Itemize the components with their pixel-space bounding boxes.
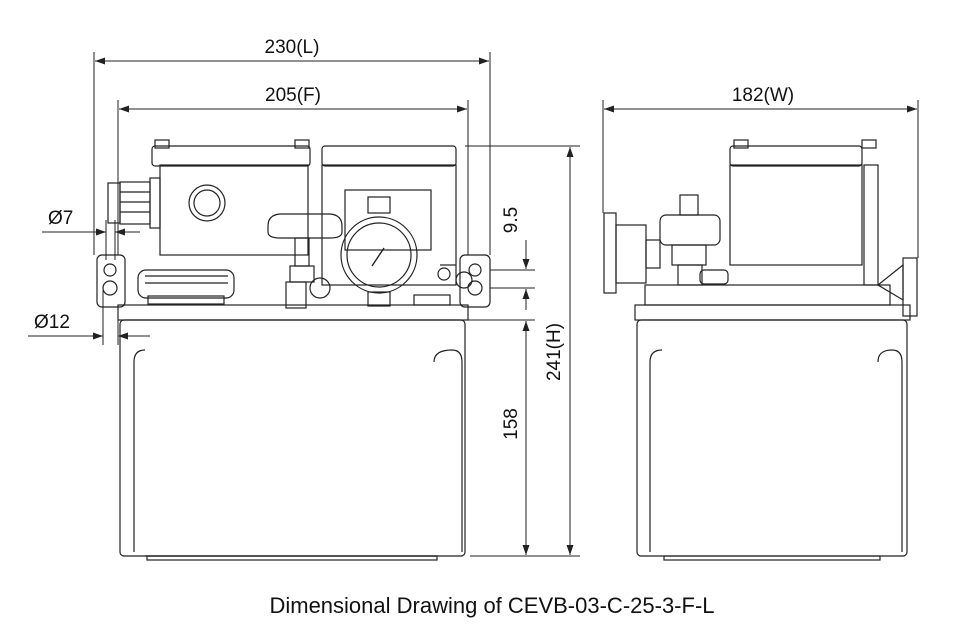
side-motor-housing — [729, 139, 879, 286]
dimension-lines — [28, 52, 919, 557]
dim-label-overall-length: 230(L) — [265, 37, 320, 58]
front-base-plate — [96, 254, 491, 321]
front-valve-handle — [267, 213, 343, 309]
front-bottom-fittings — [413, 267, 473, 306]
dim-label-tank-height: 158 — [501, 408, 522, 440]
dim-label-flange-span: 205(F) — [265, 85, 321, 106]
front-pressure-gauge — [340, 196, 418, 307]
drawing-caption: Dimensional Drawing of CEVB-03-C-25-3-F-… — [269, 593, 714, 618]
dim-label-small-hole: Ø7 — [48, 208, 73, 229]
dim-label-large-hole: Ø12 — [34, 312, 70, 333]
side-tank — [636, 319, 908, 561]
front-tank — [119, 319, 466, 561]
front-filler-cap — [137, 269, 235, 305]
front-view — [96, 139, 491, 561]
side-view — [603, 139, 918, 561]
dim-label-height: 241(H) — [544, 323, 565, 381]
dim-label-bracket-offset: 9.5 — [501, 207, 522, 233]
side-bracket — [876, 257, 918, 317]
side-base-plate — [634, 284, 911, 321]
front-cable-gland — [107, 177, 161, 229]
side-gauge-profile — [603, 212, 661, 294]
side-valve-assembly — [659, 194, 729, 286]
dim-label-width: 182(W) — [732, 85, 794, 106]
